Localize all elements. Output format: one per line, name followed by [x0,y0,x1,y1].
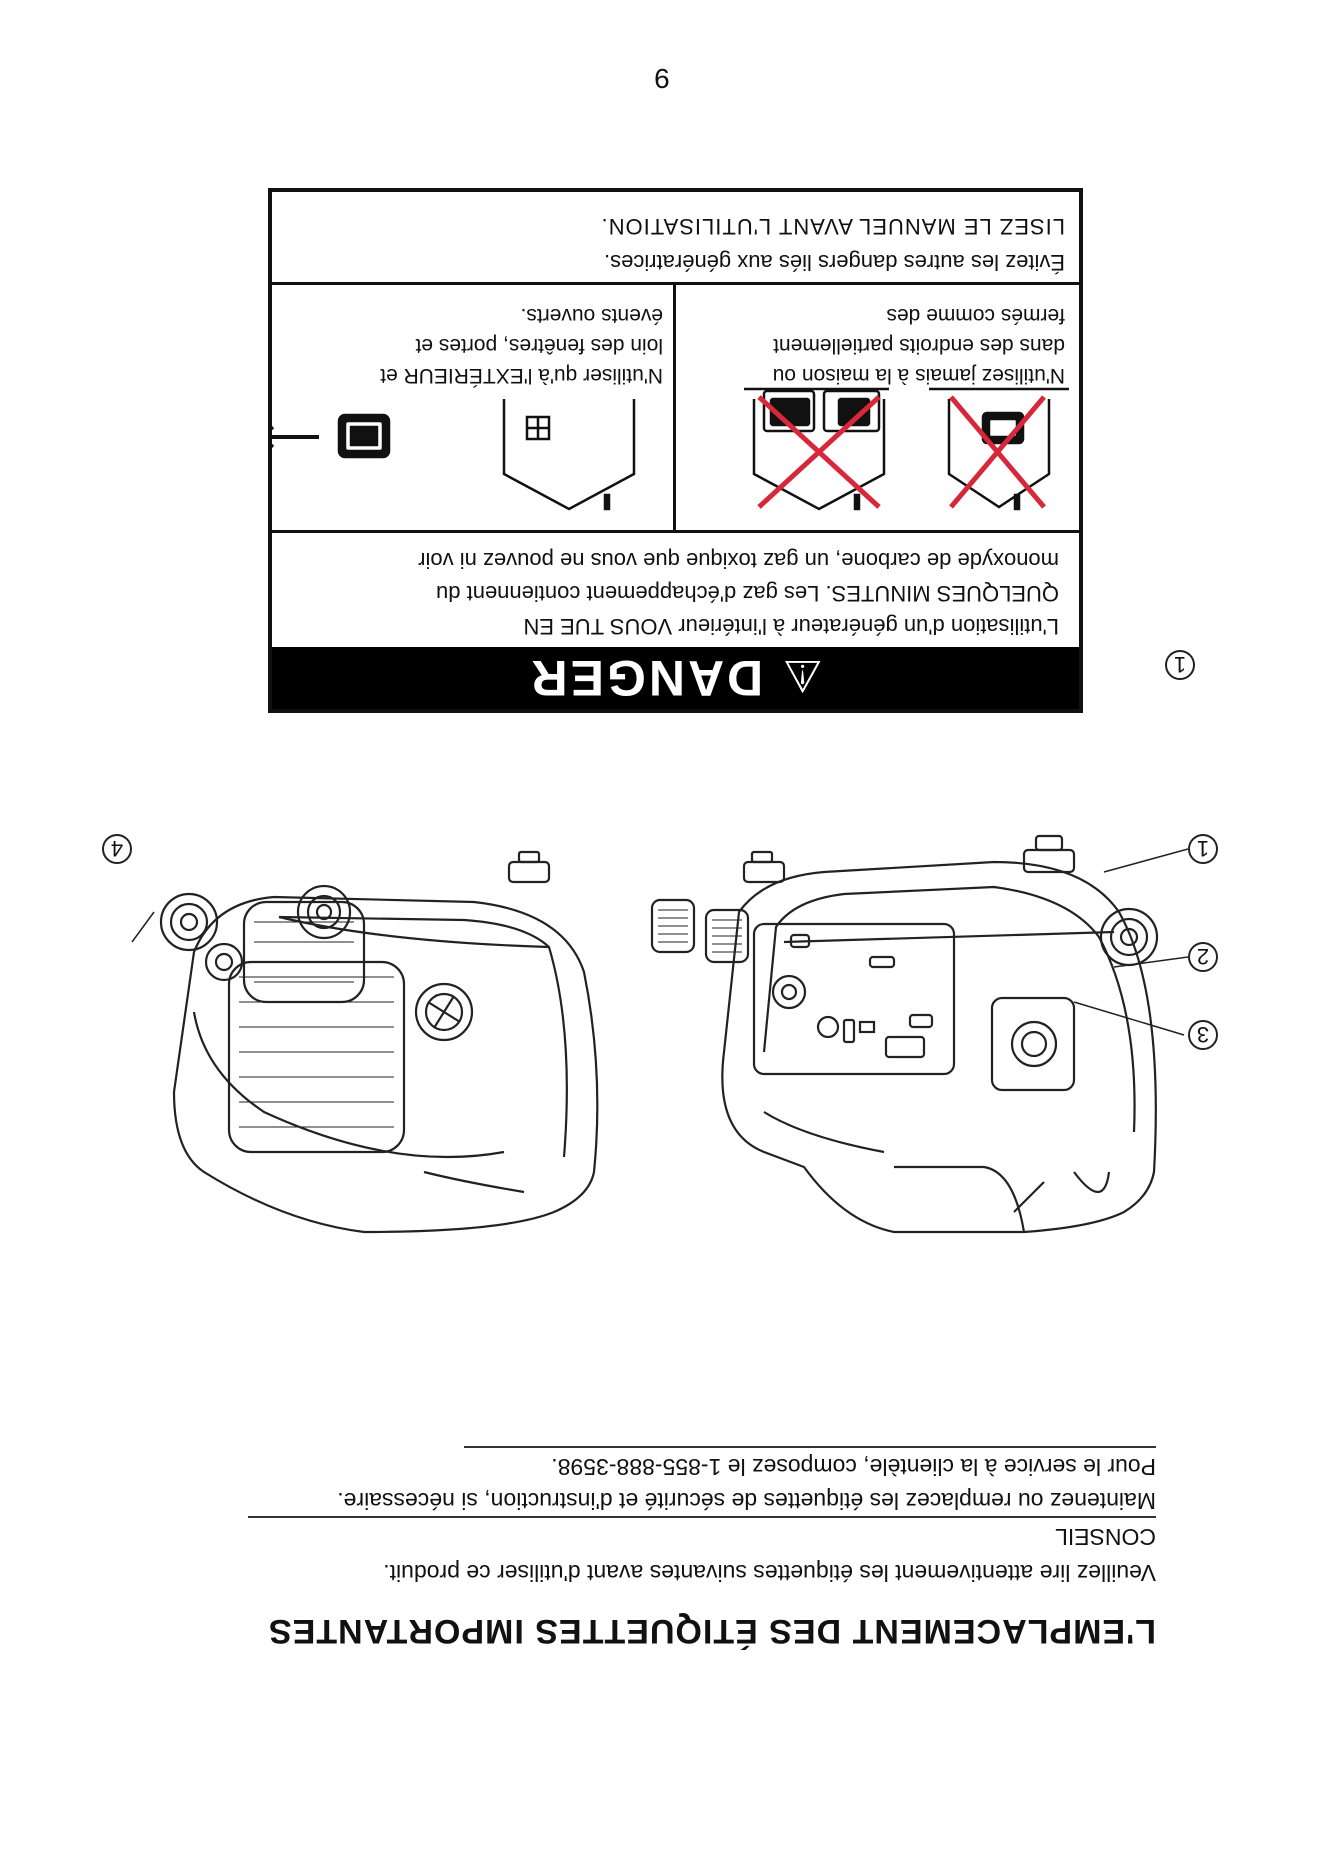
x-mark-icon [949,395,1046,509]
house-outside-generator-icon [272,399,636,511]
danger-header: ⚠ DANGER [272,647,1079,709]
danger-text-line-1: L'utilisation d'un générateur à l'intéri… [523,614,1059,639]
outside-only-line-1: N'utiliser qu'à l'EXTÉRIEUR et [380,364,663,387]
callout-3: 3 [1188,1020,1218,1050]
outside-only-line-2: loin des fenêtres, portes et [415,334,663,357]
callout-4: 4 [102,834,132,864]
generator-back-illustration [159,850,599,1234]
label-callout: 1 [1165,650,1195,680]
callout-2: 2 [1188,942,1218,972]
avoid-hazards-text: Évitez les autres dangers liés aux génér… [603,250,1065,275]
danger-pictograms [272,387,1069,511]
never-indoors-line-1: N'utilisez jamais à la maison ou [772,364,1065,387]
danger-text-line-3: monoxyde de carbone, un gaz toxique que … [418,548,1059,573]
never-indoors-line-3: fermés comme des [886,304,1065,327]
outside-only-line-3: évents ouverts. [520,304,663,327]
never-indoors-line-2: dans des endroits partiellement [773,334,1065,357]
x-mark-icon [757,395,881,509]
danger-text-line-2: QUELQUES MINUTES. Les gaz d'échappement … [436,581,1059,606]
read-manual-text: LISEZ LE MANUEL AVANT L'UTILISATION. [600,214,1065,239]
generator-front-illustration [650,834,1159,1234]
danger-title: DANGER [528,650,764,706]
divider [272,282,1079,285]
callout-1: 1 [1188,834,1218,864]
warning-triangle-icon: ⚠ [780,651,823,700]
danger-label: ⚠ DANGER L'utilisation d'un générateur à… [268,188,1083,713]
callout-leader-lines [131,848,1189,1036]
page-number: 9 [654,63,670,94]
